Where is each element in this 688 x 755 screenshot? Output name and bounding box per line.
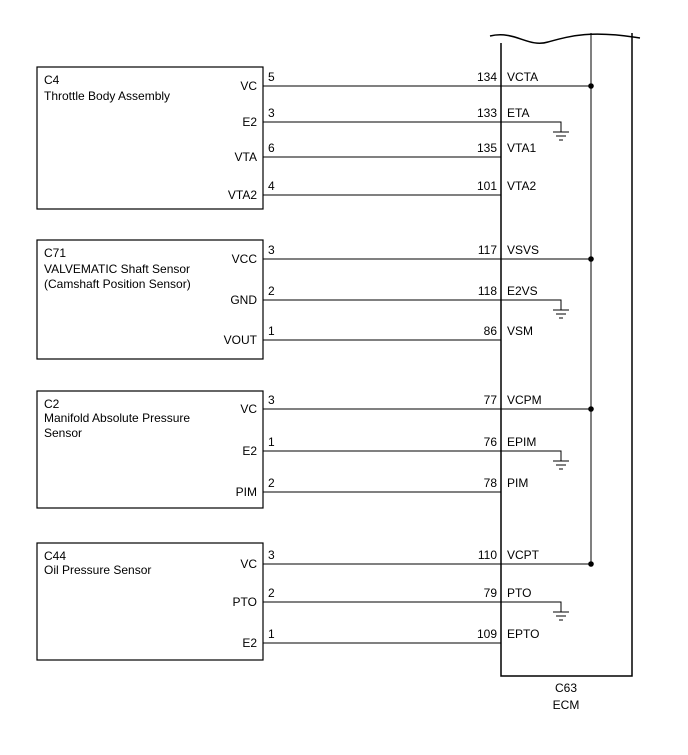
ecm-name-label: ECM: [553, 698, 580, 712]
component-pin-number: 2: [268, 284, 275, 298]
ecm-pin-number: 76: [484, 435, 498, 449]
component-name-label: Manifold Absolute Pressure: [44, 411, 190, 425]
component-box: [36, 390, 264, 509]
component-name-label: Oil Pressure Sensor: [44, 563, 151, 577]
ecm-pin-number: 135: [477, 141, 497, 155]
component-pin-label: VTA2: [228, 188, 257, 202]
ecm-pin-label: VTA1: [507, 141, 536, 155]
junction-dot: [588, 256, 594, 262]
component-pin-label: VC: [240, 557, 257, 571]
component-pin-label: PTO: [233, 595, 257, 609]
component-box: [36, 542, 264, 661]
ecm-pin-number: 109: [477, 627, 497, 641]
ecm-pin-number: 101: [477, 179, 497, 193]
component-name-label: Sensor: [44, 426, 82, 440]
component-pin-label: VCC: [232, 252, 258, 266]
component-connector-label: C71: [44, 246, 66, 260]
component-pin-number: 3: [268, 243, 275, 257]
component-pin-number: 5: [268, 70, 275, 84]
ecm-break-line: [489, 33, 641, 44]
ecm-connector-label: C63: [555, 681, 577, 695]
component-name-label: (Camshaft Position Sensor): [44, 277, 191, 291]
component-pin-number: 3: [268, 106, 275, 120]
ecm-pin-number: 79: [484, 586, 498, 600]
ecm-pin-number: 133: [477, 106, 497, 120]
component-pin-number: 2: [268, 586, 275, 600]
ecm-pin-label: PIM: [507, 476, 528, 490]
component-pin-number: 2: [268, 476, 275, 490]
ecm-pin-label: VCPT: [507, 548, 540, 562]
ecm-box: [500, 33, 633, 677]
component-box: [36, 239, 264, 360]
ecm-pin-number: 117: [478, 243, 497, 257]
ecm-pin-number: 118: [478, 284, 497, 298]
ecm-pin-label: VCTA: [507, 70, 538, 84]
ecm-pin-label: VTA2: [507, 179, 536, 193]
ecm-pin-number: 110: [478, 548, 497, 562]
ecm-pin-label: EPTO: [507, 627, 539, 641]
ecm-pin-number: 86: [484, 324, 498, 338]
component-pin-label: E2: [242, 444, 257, 458]
component-connector-label: C44: [44, 549, 66, 563]
ecm-pin-label: VCPM: [507, 393, 542, 407]
component-name-label: VALVEMATIC Shaft Sensor: [44, 262, 190, 276]
component-connector-label: C4: [44, 73, 60, 87]
component-pin-number: 4: [268, 179, 275, 193]
component-pin-label: E2: [242, 115, 257, 129]
component-pin-label: PIM: [236, 485, 257, 499]
component-pin-number: 6: [268, 141, 275, 155]
ecm-pin-number: 134: [477, 70, 497, 84]
ecm-pin-label: VSVS: [507, 243, 539, 257]
ecm-pin-label: PTO: [507, 586, 531, 600]
junction-dot: [588, 406, 594, 412]
component-pin-label: E2: [242, 636, 257, 650]
ecm-pin-label: ETA: [507, 106, 529, 120]
component-pin-number: 1: [268, 324, 275, 338]
ecm-pin-label: EPIM: [507, 435, 536, 449]
ground-icon: [501, 299, 569, 319]
component-pin-number: 3: [268, 393, 275, 407]
junction-dot: [588, 83, 594, 89]
ecm-pin-number: 78: [484, 476, 498, 490]
ground-icon: [501, 121, 569, 141]
ground-icon: [501, 450, 569, 470]
component-pin-label: VC: [240, 402, 257, 416]
component-pin-number: 3: [268, 548, 275, 562]
ecm-pin-number: 77: [484, 393, 498, 407]
component-connector-label: C2: [44, 397, 60, 411]
component-pin-number: 1: [268, 435, 275, 449]
component-pin-number: 1: [268, 627, 275, 641]
component-name-label: Throttle Body Assembly: [44, 89, 170, 103]
ecm-pin-label: VSM: [507, 324, 533, 338]
component-pin-label: VTA: [235, 150, 257, 164]
ecm-pin-label: E2VS: [507, 284, 538, 298]
component-box: [36, 66, 264, 210]
component-pin-label: VC: [240, 79, 257, 93]
component-pin-label: VOUT: [224, 333, 258, 347]
component-pin-label: GND: [230, 293, 257, 307]
junction-dot: [588, 561, 594, 567]
ground-icon: [501, 601, 569, 621]
